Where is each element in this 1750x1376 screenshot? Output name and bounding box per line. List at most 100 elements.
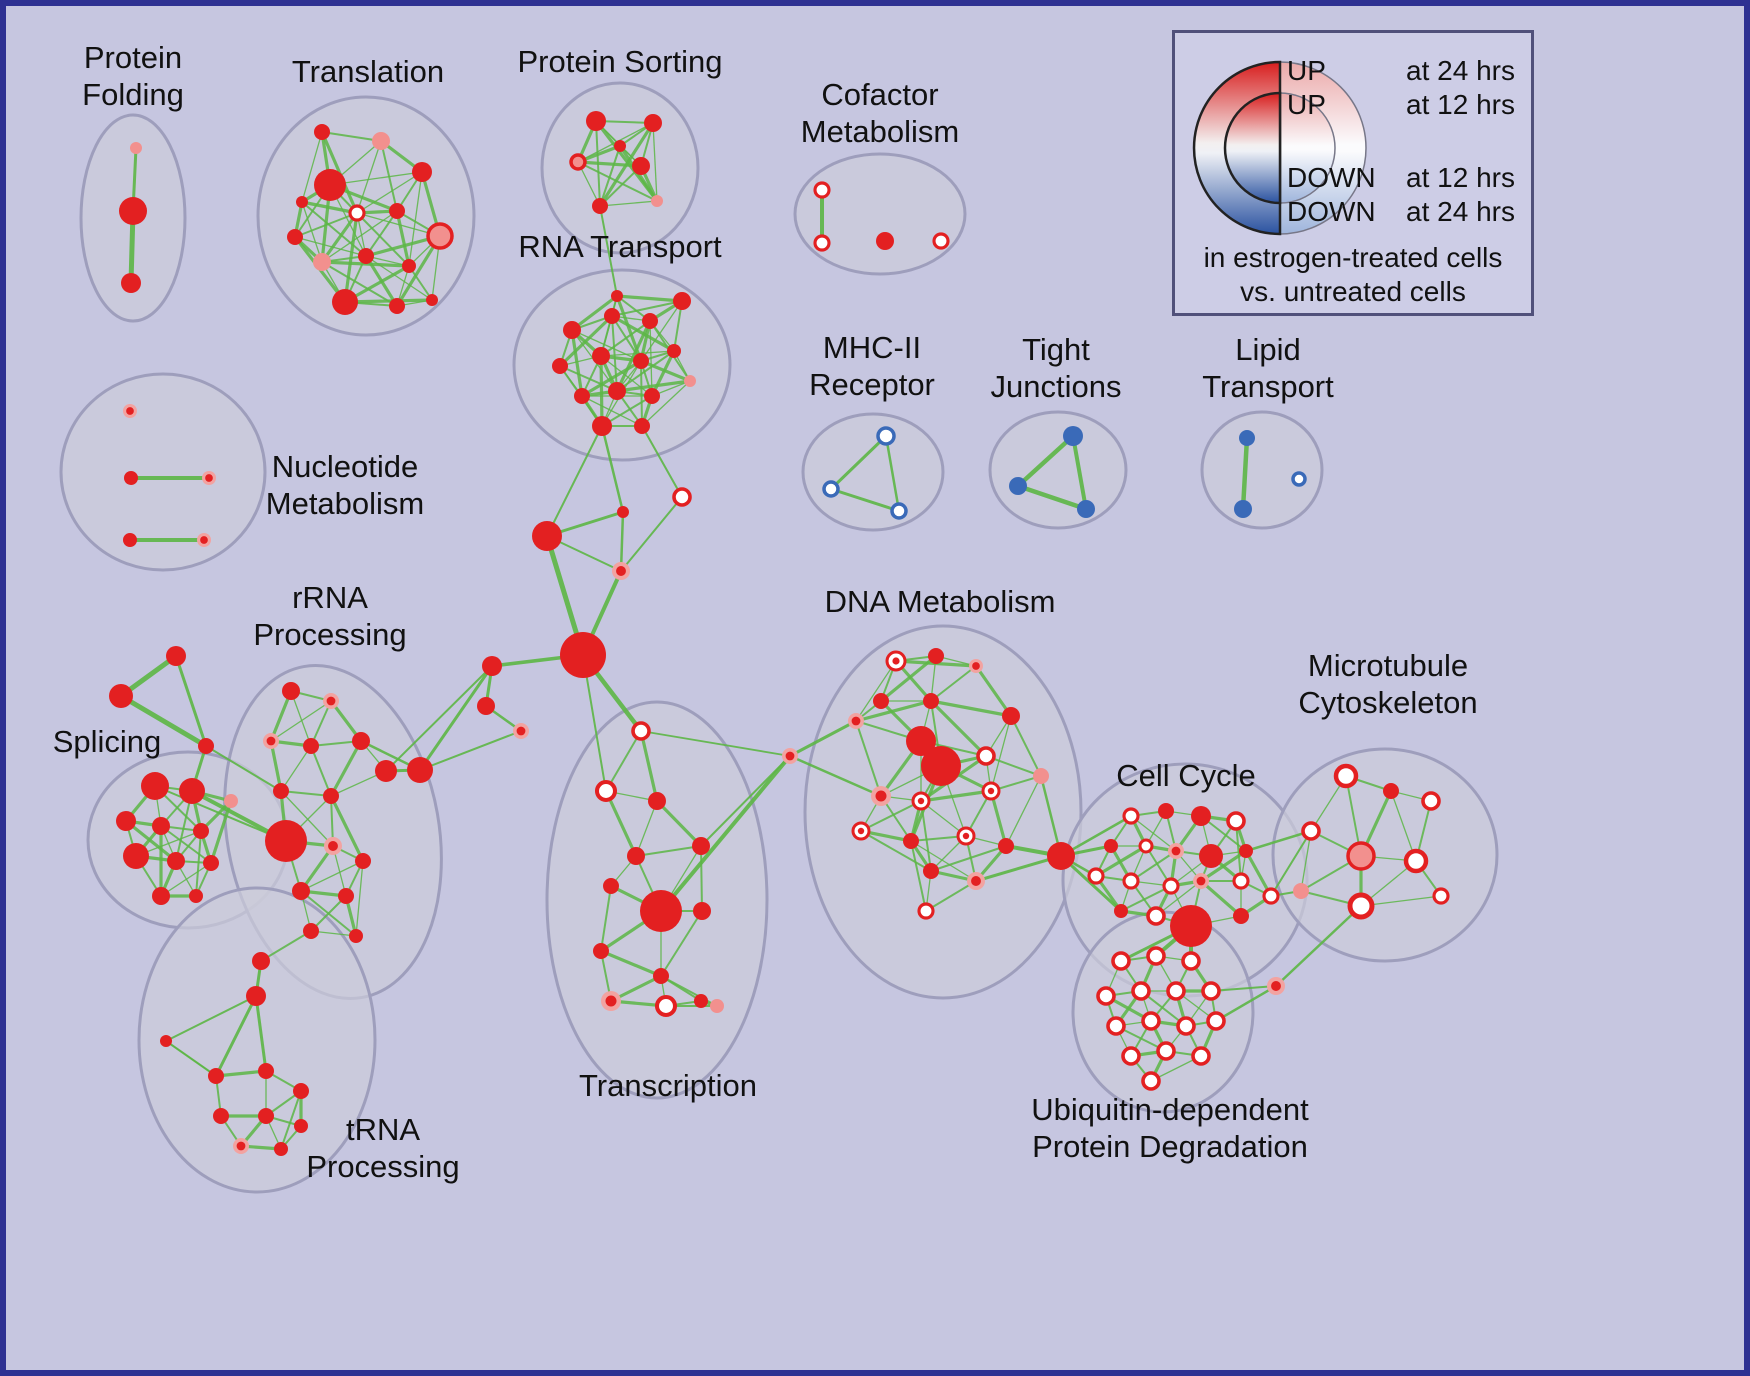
trna-processing-gene-node[interactable] [258,1108,274,1124]
dna-metabolism-gene-node[interactable] [923,863,939,879]
protein-folding-gene-node[interactable] [119,197,147,225]
rna-transport-gene-node[interactable] [592,347,610,365]
dna-metabolism-gene-node[interactable] [917,902,935,920]
protein-sorting-gene-node[interactable] [569,153,587,171]
ubiquitin-degradation-gene-node[interactable] [1131,981,1151,1001]
splicing-gene-node[interactable] [116,811,136,831]
dna-metabolism-gene-node[interactable] [871,786,891,806]
dna-metabolism-gene-node[interactable] [998,838,1014,854]
ubiquitin-degradation-gene-node[interactable] [1206,1011,1226,1031]
rna-transport-gene-node[interactable] [667,344,681,358]
translation-gene-node[interactable] [348,204,366,222]
dna-metabolism-gene-node[interactable] [903,833,919,849]
ubiquitin-degradation-gene-node[interactable] [1141,1071,1161,1091]
connectors-gene-node[interactable] [407,757,433,783]
ubiquitin-degradation-gene-node[interactable] [1106,1016,1126,1036]
microtubule-cytoskeleton-gene-node[interactable] [1432,887,1450,905]
microtubule-cytoskeleton-gene-node[interactable] [1346,841,1376,871]
cell-cycle-gene-node[interactable] [1239,844,1253,858]
lipid-transport-gene-node[interactable] [1291,471,1307,487]
rna-transport-gene-node[interactable] [684,375,696,387]
protein-folding-gene-node[interactable] [130,142,142,154]
dna-metabolism-gene-node[interactable] [928,648,944,664]
rrna-processing-gene-node[interactable] [323,693,339,709]
dna-metabolism-gene-node[interactable] [911,791,931,811]
rrna-processing-gene-node[interactable] [338,888,354,904]
tight-junctions-gene-node[interactable] [1063,426,1083,446]
rrna-processing-gene-node[interactable] [252,952,270,970]
transcription-gene-node[interactable] [594,779,618,803]
nucleotide-metabolism-gene-node[interactable] [123,404,137,418]
splicing-gene-node[interactable] [179,778,205,804]
rna-transport-gene-node[interactable] [592,416,612,436]
connectors-gene-node[interactable] [782,748,798,764]
rna-transport-gene-node[interactable] [634,418,650,434]
cell-cycle-gene-node[interactable] [1138,838,1154,854]
rrna-processing-gene-node[interactable] [352,732,370,750]
rrna-processing-gene-node[interactable] [292,882,310,900]
translation-gene-node[interactable] [412,162,432,182]
transcription-gene-node[interactable] [694,994,708,1008]
dna-metabolism-gene-node[interactable] [848,713,864,729]
cell-cycle-gene-node[interactable] [1233,908,1249,924]
splicing-triad-gene-node[interactable] [166,646,186,666]
dna-metabolism-gene-node[interactable] [976,746,996,766]
cell-cycle-gene-node[interactable] [1114,904,1128,918]
protein-sorting-gene-node[interactable] [651,195,663,207]
splicing-gene-node[interactable] [189,889,203,903]
connectors-gene-node[interactable] [482,656,502,676]
transcription-gene-node[interactable] [601,991,621,1011]
ubiquitin-degradation-gene-node[interactable] [1156,1041,1176,1061]
mhc-ii-receptor-gene-node[interactable] [890,502,908,520]
trna-processing-gene-node[interactable] [246,986,266,1006]
dna-metabolism-gene-node[interactable] [956,826,976,846]
translation-gene-node[interactable] [402,259,416,273]
ubiquitin-degradation-gene-node[interactable] [1166,981,1186,1001]
rna-transport-gene-node[interactable] [604,308,620,324]
translation-gene-node[interactable] [332,289,358,315]
tight-junctions-gene-node[interactable] [1077,500,1095,518]
cofactor-metabolism-gene-node[interactable] [932,232,950,250]
transcription-gene-node[interactable] [654,994,678,1018]
connectors-gene-node[interactable] [532,521,562,551]
splicing-gene-node[interactable] [123,843,149,869]
nucleotide-metabolism-gene-node[interactable] [197,533,211,547]
rrna-processing-gene-node[interactable] [282,682,300,700]
dna-metabolism-gene-node[interactable] [921,746,961,786]
rrna-processing-gene-node[interactable] [349,929,363,943]
rrna-processing-gene-node[interactable] [263,733,279,749]
cell-cycle-gene-node[interactable] [1122,807,1140,825]
rrna-processing-gene-node[interactable] [355,853,371,869]
protein-sorting-gene-node[interactable] [586,111,606,131]
cell-cycle-gene-node[interactable] [1232,872,1250,890]
transcription-gene-node[interactable] [692,837,710,855]
cell-cycle-gene-node[interactable] [1162,877,1180,895]
cofactor-metabolism-gene-node[interactable] [876,232,894,250]
transcription-gene-node[interactable] [640,890,682,932]
microtubule-cytoskeleton-gene-node[interactable] [1293,883,1309,899]
translation-gene-node[interactable] [358,248,374,264]
lipid-transport-gene-node[interactable] [1239,430,1255,446]
connectors-gene-node[interactable] [612,562,630,580]
transcription-gene-node[interactable] [627,847,645,865]
trna-processing-gene-node[interactable] [293,1083,309,1099]
transcription-gene-node[interactable] [648,792,666,810]
splicing-gene-node[interactable] [152,887,170,905]
connectors-gene-node[interactable] [513,723,529,739]
splicing-gene-node[interactable] [152,817,170,835]
dna-metabolism-gene-node[interactable] [873,693,889,709]
translation-gene-node[interactable] [313,253,331,271]
ubiquitin-degradation-gene-node[interactable] [1181,951,1201,971]
connectors-gene-node[interactable] [617,506,629,518]
splicing-triad-gene-node[interactable] [109,684,133,708]
protein-sorting-gene-node[interactable] [644,114,662,132]
cell-cycle-gene-node[interactable] [1191,806,1211,826]
connectors-gene-node[interactable] [1047,842,1075,870]
ubiquitin-degradation-gene-node[interactable] [1191,1046,1211,1066]
dna-metabolism-gene-node[interactable] [1002,707,1020,725]
splicing-gene-node[interactable] [141,772,169,800]
rrna-processing-gene-node[interactable] [303,738,319,754]
mhc-ii-receptor-gene-node[interactable] [822,480,840,498]
transcription-gene-node[interactable] [710,999,724,1013]
microtubule-cytoskeleton-gene-node[interactable] [1383,783,1399,799]
